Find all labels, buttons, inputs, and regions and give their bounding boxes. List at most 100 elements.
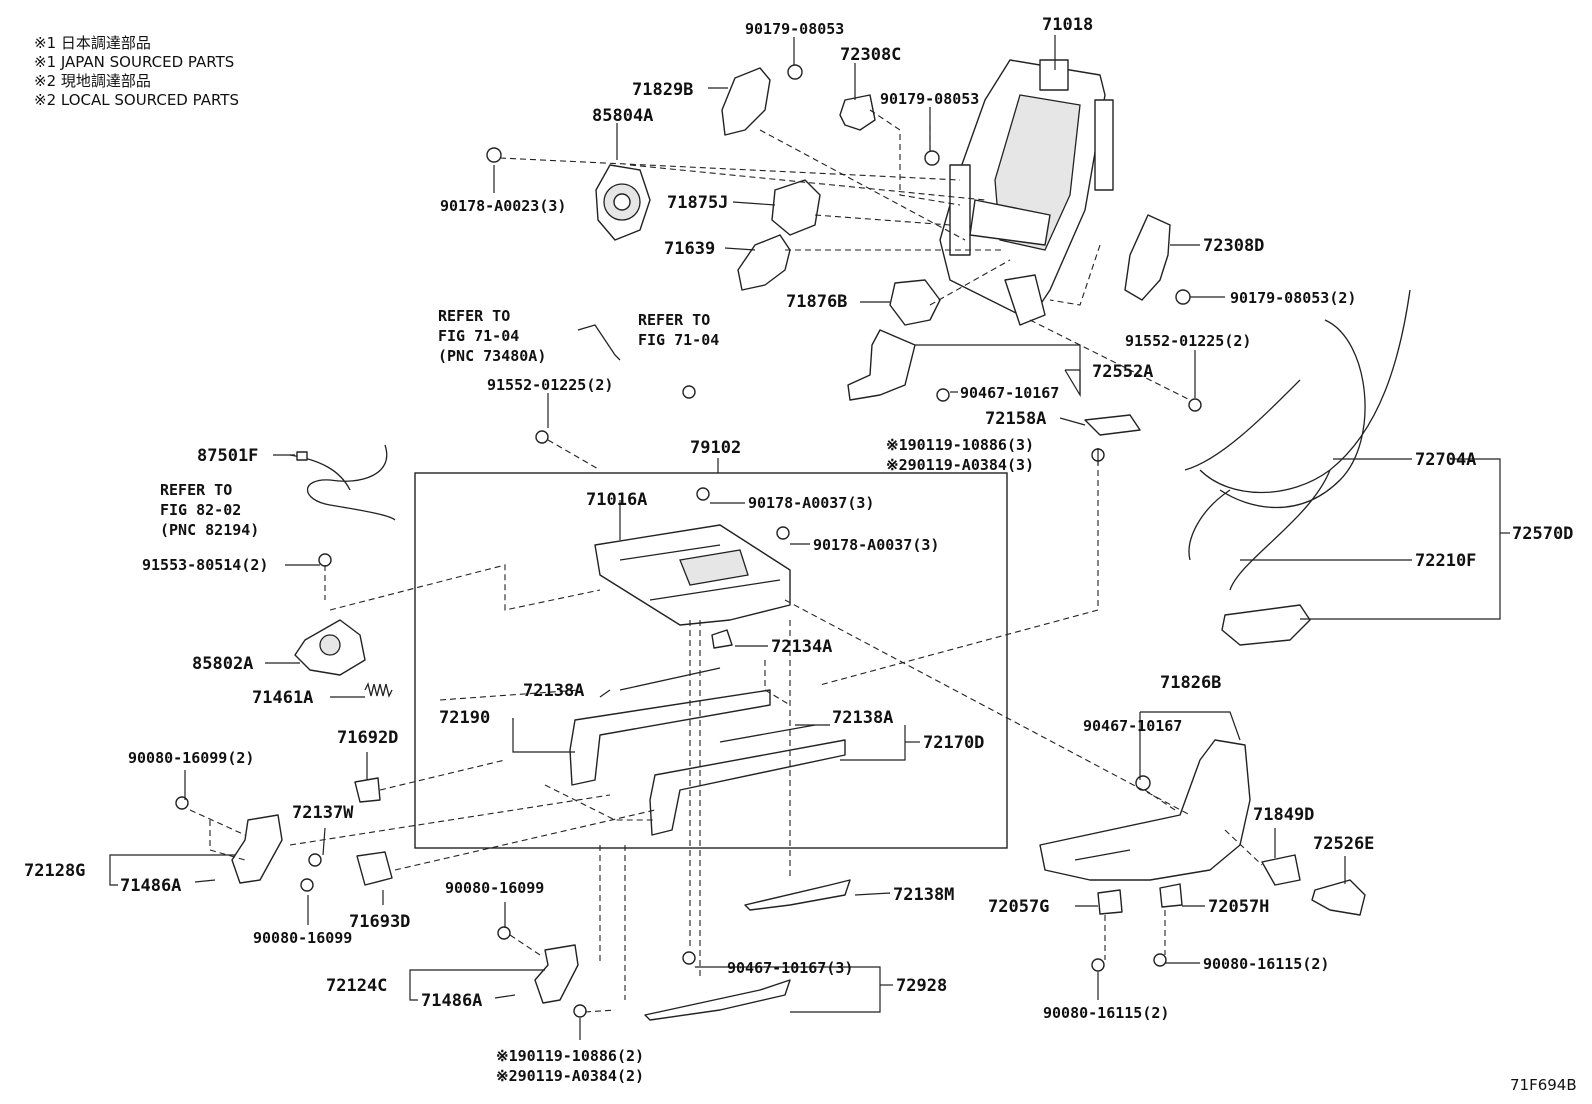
label-72704A: 72704A: [1415, 450, 1476, 470]
label-72124C: 72124C: [326, 976, 387, 996]
part-72138M: [744, 879, 851, 911]
part-72124C: [534, 944, 579, 1004]
label-90179-08053: 90179-08053: [745, 20, 844, 38]
label-71639: 71639: [664, 239, 715, 259]
part-71875J: [771, 179, 821, 236]
label-72138M: 72138M: [893, 885, 954, 905]
part-72158A: [1084, 414, 1141, 436]
label-71486A: 71486A: [120, 876, 181, 896]
assembly-dash-lines: [189, 109, 1263, 1013]
label-72526E: 72526E: [1313, 834, 1374, 854]
label-71692D: 71692D: [337, 728, 398, 748]
label-90178-A0037: 90178-A0037(3): [813, 536, 939, 554]
part-85802A: [294, 619, 366, 676]
label-91553-80514: 91553-80514(2): [142, 556, 268, 574]
label-90119-10886: ※190119-10886(3): [886, 436, 1034, 454]
label-refer-to: REFER TO: [638, 311, 710, 329]
label-71829B: 71829B: [632, 80, 693, 100]
label-72057G: 72057G: [988, 897, 1049, 917]
part-72570D-motor: [1221, 604, 1311, 646]
label-71461A: 71461A: [252, 688, 313, 708]
label-refer-pnc: (PNC 82194): [160, 521, 259, 539]
part-71876B: [889, 279, 941, 326]
label-72128G: 72128G: [24, 861, 85, 881]
label-72190: 72190: [439, 708, 490, 728]
label-90178-A0037: 90178-A0037(3): [748, 494, 874, 512]
label-71875J: 71875J: [667, 193, 728, 213]
label-90080-16115: 90080-16115(2): [1043, 1004, 1169, 1022]
part-71849D: [1261, 854, 1301, 886]
label-90179-08053: 90179-08053: [880, 90, 979, 108]
part-72526E: [1311, 879, 1366, 916]
label-refer-pnc: (PNC 73480A): [438, 347, 546, 365]
label-85802A: 85802A: [192, 654, 253, 674]
label-72057H: 72057H: [1208, 897, 1269, 917]
part-71829B: [721, 67, 771, 136]
part-72128G: [231, 814, 283, 884]
label-72137W: 72137W: [292, 803, 354, 823]
sourcing-notes: ※1 日本調達部品 ※1 JAPAN SOURCED PARTS ※2 現地調達…: [34, 34, 239, 109]
label-71486A: 71486A: [421, 991, 482, 1011]
label-91552-01225: 91552-01225(2): [1125, 332, 1251, 350]
part-72704A-harness: [1184, 289, 1411, 591]
part-71692D: [354, 777, 381, 803]
label-72308C: 72308C: [840, 45, 901, 65]
label-90119-A0384: ※290119-A0384(3): [886, 456, 1034, 474]
label-90179-08053: 90179-08053(2): [1230, 289, 1356, 307]
label-72928: 72928: [896, 976, 947, 996]
part-72134A: [711, 629, 733, 649]
label-72158A: 72158A: [985, 409, 1046, 429]
label-71849D: 71849D: [1253, 805, 1314, 825]
part-71693D: [356, 851, 393, 886]
label-71016A: 71016A: [586, 490, 647, 510]
part-72308C: [839, 94, 876, 131]
part-72928: [644, 979, 791, 1021]
label-90080-16099: 90080-16099(2): [128, 749, 254, 767]
label-71826B: 71826B: [1160, 673, 1221, 693]
label-71018: 71018: [1042, 15, 1093, 35]
leader-lines: [109, 35, 1510, 1040]
label-90178-A0023: 90178-A0023(3): [440, 197, 566, 215]
label-90119-10886: ※190119-10886(2): [496, 1047, 644, 1065]
part-refer-7104-bracket: [577, 324, 621, 361]
note-line: ※2 LOCAL SOURCED PARTS: [34, 91, 239, 109]
note-line: ※2 現地調達部品: [34, 72, 151, 90]
part-72308D: [1124, 214, 1171, 301]
fasteners: [175, 64, 1202, 1018]
part-71461A: [364, 682, 393, 698]
label-refer-fig: FIG 71-04: [438, 327, 519, 345]
label-72170D: 72170D: [923, 733, 984, 753]
part-labels: 71018 90179-08053 72308C 90179-08053 718…: [24, 15, 1577, 1094]
label-90467-10167: 90467-10167: [1083, 717, 1182, 735]
part-72170D: [649, 739, 846, 836]
label-87501F: 87501F: [197, 446, 258, 466]
label-90080-16115: 90080-16115(2): [1203, 955, 1329, 973]
label-72138A: 72138A: [523, 681, 584, 701]
part-72057H: [1159, 883, 1183, 908]
part-85804A: [595, 164, 651, 241]
label-90080-16099: 90080-16099: [445, 879, 544, 897]
note-line: ※1 JAPAN SOURCED PARTS: [34, 53, 234, 71]
part-72138A: [719, 724, 816, 743]
label-refer-fig: FIG 82-02: [160, 501, 241, 519]
label-72570D: 72570D: [1512, 524, 1573, 544]
label-72210F: 72210F: [1415, 551, 1476, 571]
label-refer-to: REFER TO: [160, 481, 232, 499]
label-refer-to: REFER TO: [438, 307, 510, 325]
part-71016A: [594, 524, 791, 626]
label-90467-10167: 90467-10167: [960, 384, 1059, 402]
part-71826B: [1039, 739, 1251, 881]
label-72134A: 72134A: [771, 637, 832, 657]
label-71693D: 71693D: [349, 912, 410, 932]
label-90080-16099: 90080-16099: [253, 929, 352, 947]
label-90467-10167: 90467-10167(3): [727, 959, 853, 977]
seatback-frame: [939, 59, 1114, 326]
part-72057G: [1097, 889, 1123, 915]
label-71876B: 71876B: [786, 292, 847, 312]
label-72138A: 72138A: [832, 708, 893, 728]
figure-id: 71F694B: [1510, 1076, 1577, 1094]
part-72552A: [847, 329, 916, 401]
part-shapes: [175, 59, 1411, 1021]
